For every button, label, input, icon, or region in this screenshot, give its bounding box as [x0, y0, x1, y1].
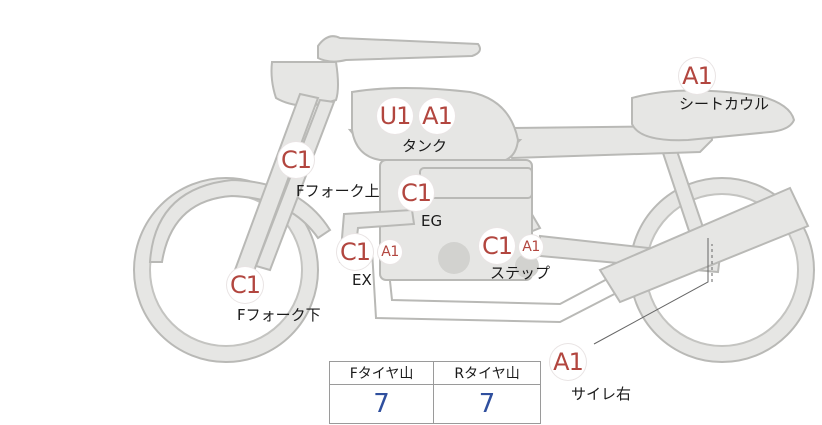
silencer-pointer — [593, 238, 709, 345]
footpeg — [515, 254, 539, 278]
tank-grade-a1: A1 — [419, 98, 455, 134]
front-fork-rear — [254, 98, 336, 272]
front-tire-value: 7 — [328, 384, 435, 424]
step-label: ステップ — [490, 264, 551, 282]
fork-lower-label: Fフォーク下 — [237, 306, 321, 324]
step-grade-a1: A1 — [519, 235, 543, 259]
exhaust-grade-c1: C1 — [337, 234, 373, 270]
exhaust-label: EX — [352, 271, 372, 289]
seat-cowl-label: シートカウル — [679, 95, 770, 113]
tank-label: タンク — [402, 137, 448, 155]
front-tire-header: Fタイヤ山 — [328, 361, 435, 385]
handlebar — [317, 35, 481, 63]
step-grade-c1: C1 — [479, 228, 515, 264]
silencer-grade-a1: A1 — [550, 344, 586, 380]
fork-upper-label: Fフォーク上 — [296, 182, 380, 200]
tire-tread-table: Fタイヤ山 Rタイヤ山 7 7 — [328, 361, 541, 424]
rear-tire-header: Rタイヤ山 — [433, 361, 541, 385]
fork-upper-grade-c1: C1 — [278, 142, 314, 178]
engine-grade-c1: C1 — [398, 175, 434, 211]
seat-cowl-grade-a1: A1 — [679, 58, 715, 94]
silencer — [598, 186, 810, 304]
tank-grade-u1: U1 — [377, 98, 413, 134]
frame-lower — [371, 249, 631, 324]
engine-cylinder — [419, 167, 533, 199]
engine-cover — [438, 242, 470, 274]
exhaust-grade-a1: A1 — [378, 240, 402, 264]
rear-tire-value: 7 — [433, 384, 541, 424]
engine-label: EG — [421, 212, 443, 230]
fork-lower-grade-c1: C1 — [227, 267, 263, 303]
silencer-label: サイレ右 — [571, 385, 632, 403]
